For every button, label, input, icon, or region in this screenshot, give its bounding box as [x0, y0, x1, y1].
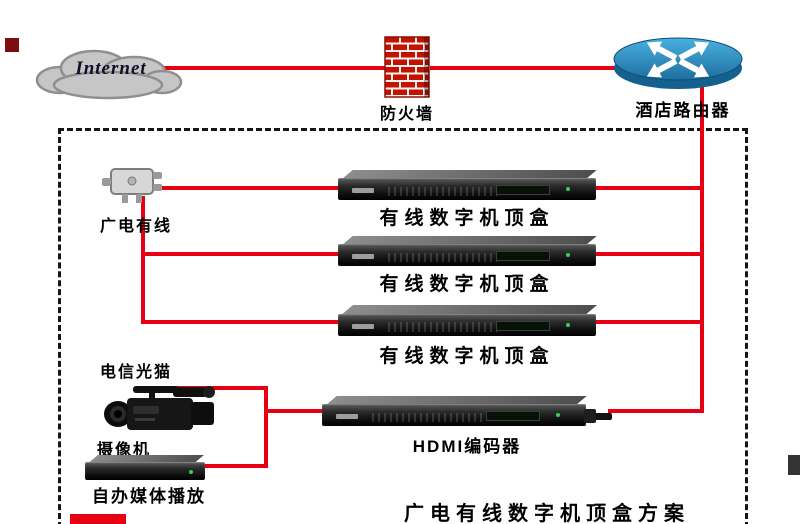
connector-trunk-stb2 [596, 252, 704, 256]
camera-label: 摄像机 [96, 442, 151, 459]
internet-node: Internet [30, 40, 190, 102]
set-top-box-2 [338, 236, 597, 266]
splitter-icon [100, 168, 164, 210]
connector-splitter-stb1 [160, 186, 342, 190]
hdmi-encoder-node [322, 396, 612, 426]
clipped-artifact-right [788, 455, 800, 475]
stb-front-face [338, 244, 596, 266]
set-top-box-1 [338, 170, 597, 200]
stb-power-led [566, 323, 570, 328]
stb-power-led [566, 187, 570, 192]
encoder-cable [584, 413, 612, 420]
stb-1-label: 有线数字机顶盒 [379, 208, 555, 229]
connector-firewall-router [430, 66, 636, 70]
stb-logo [352, 254, 374, 260]
stb-logo [352, 188, 374, 194]
media-player-node [85, 455, 205, 480]
connector-modem-junction [168, 386, 268, 390]
router-node [612, 34, 744, 92]
firewall-label: 防火墙 [379, 106, 434, 123]
internet-label: Internet [75, 58, 147, 79]
connector-junction-encoder [266, 409, 324, 413]
connector-junction-vertical [264, 386, 268, 468]
media-player-front-face [85, 462, 205, 480]
clipped-artifact-bottom-left [70, 514, 126, 524]
clipped-artifact-top-left [5, 38, 19, 52]
cable-source-label: 广电有线 [99, 218, 172, 235]
connector-trunk-stb1 [596, 186, 704, 190]
stb-display [496, 185, 550, 196]
stb-2-label: 有线数字机顶盒 [379, 274, 555, 295]
connector-splitter-stb3 [141, 320, 342, 324]
encoder-display [486, 411, 540, 422]
connector-router-trunk [700, 84, 704, 413]
solution-boundary [58, 128, 748, 524]
connector-internet-firewall [152, 66, 388, 70]
connector-media-junction [204, 464, 268, 468]
router-disc-icon [612, 35, 744, 96]
encoder-cable-plug [584, 409, 596, 423]
stb-vents [388, 186, 498, 197]
camera-node [103, 384, 229, 436]
stb-vents [388, 322, 498, 333]
stb-top-face [342, 305, 598, 315]
stb-display [496, 320, 550, 331]
solution-title: 广电有线数字机顶盒方案 [404, 503, 690, 524]
encoder-logo [336, 414, 358, 420]
connector-trunk-encoder [608, 409, 704, 413]
stb-vents [388, 252, 498, 263]
encoder-vents [372, 412, 482, 423]
stb-front-face [338, 313, 596, 336]
cable-splitter-node [100, 164, 164, 206]
connector-splitter-drop [141, 196, 145, 324]
cloud-icon [30, 49, 190, 106]
brick-wall-icon [384, 36, 430, 102]
router-label: 酒店路由器 [635, 101, 731, 120]
stb-display [496, 251, 550, 262]
stb-power-led [566, 253, 570, 258]
stb-logo [352, 323, 374, 329]
camcorder-icon [103, 386, 229, 440]
set-top-box-3 [338, 305, 598, 336]
media-player-led [189, 469, 193, 474]
stb-3-label: 有线数字机顶盒 [379, 346, 555, 367]
media-player-label: 自办媒体播放 [92, 487, 206, 506]
stb-front-face [338, 178, 596, 200]
encoder-label: HDMI编码器 [412, 437, 522, 456]
firewall-node [384, 36, 430, 98]
optical-modem-label: 电信光猫 [99, 364, 172, 381]
encoder-front-face [322, 404, 586, 426]
connector-trunk-stb3 [596, 320, 704, 324]
encoder-power-led [556, 413, 560, 418]
connector-splitter-stb2 [141, 252, 342, 256]
